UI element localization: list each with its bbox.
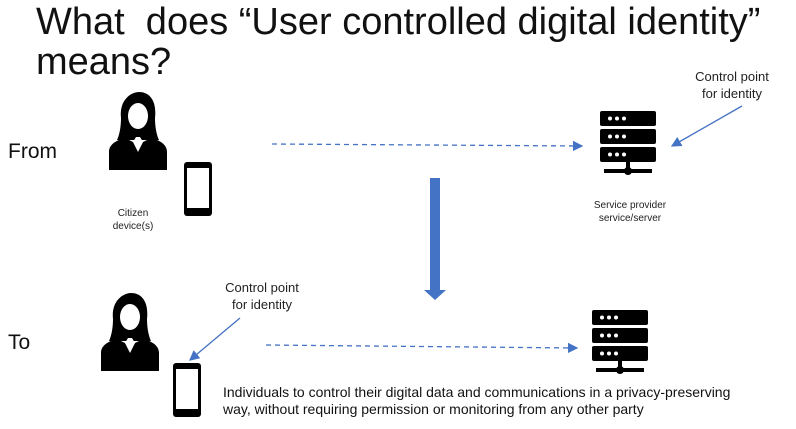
page-title: What does “User controlled digital ident… (36, 1, 771, 83)
to-description: Individuals to control their digital dat… (223, 384, 731, 417)
from-callout-arrow (670, 105, 743, 147)
citizen-person-icon (109, 92, 167, 170)
service-server-icon (600, 111, 656, 175)
from-dashed-arrow (271, 140, 584, 152)
to-label: To (8, 331, 31, 354)
server-caption: Service provider service/server (593, 200, 667, 224)
user-person-icon (101, 293, 159, 371)
from-control-point-callout: Control point for identity (695, 69, 769, 101)
to-control-point-callout: Control point for identity (225, 280, 299, 312)
to-dashed-arrow (265, 342, 579, 354)
to-callout-arrow (189, 317, 241, 361)
citizen-caption: Citizen device(s) (112, 208, 154, 232)
citizen-phone-icon (184, 162, 212, 216)
from-label: From (8, 140, 57, 163)
user-phone-icon (173, 363, 201, 417)
arrow-down-icon (424, 178, 446, 300)
server-icon (592, 310, 648, 374)
